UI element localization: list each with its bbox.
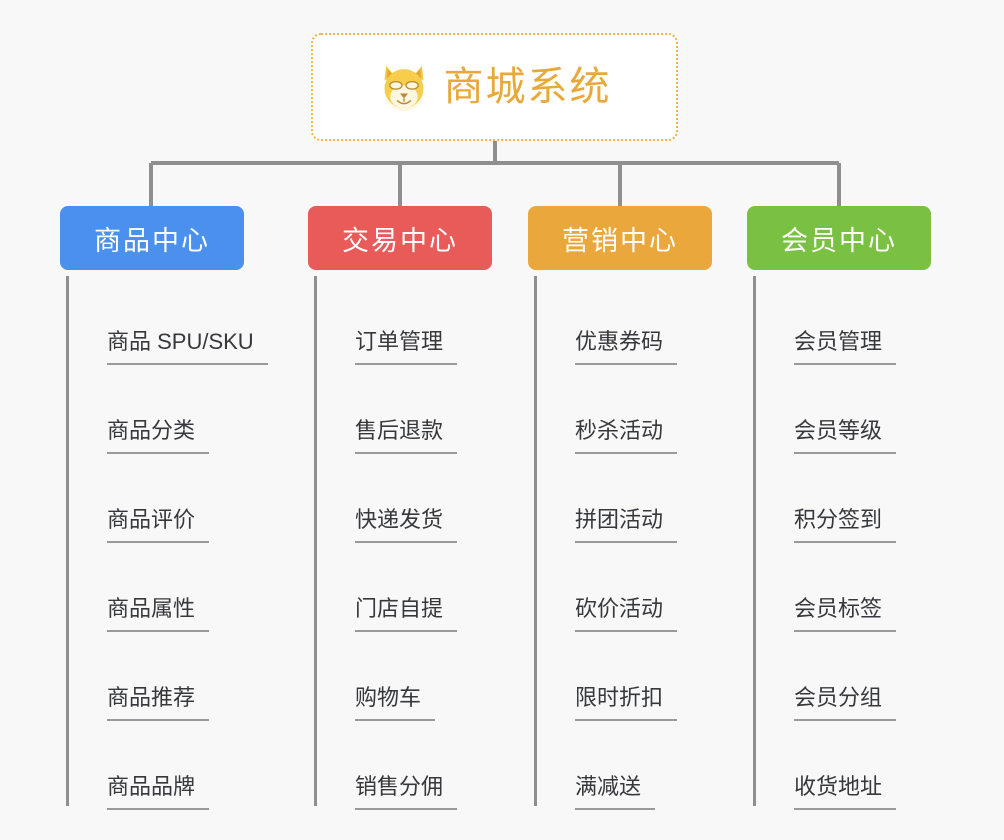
leaf-label: 订单管理: [355, 327, 458, 365]
leaf-item[interactable]: 商品分类: [69, 365, 268, 454]
leaf-label: 秒杀活动: [575, 416, 678, 454]
branch-label: 营销中心: [562, 225, 678, 256]
leaf-label: 砍价活动: [575, 594, 678, 632]
leaf-label: 会员等级: [794, 416, 897, 454]
leaf-list-member-center: 会员管理 会员等级 积分签到 会员标签 会员分组 收货地址: [753, 276, 897, 810]
leaf-label: 会员分组: [794, 683, 897, 721]
leaf-item[interactable]: 会员标签: [756, 543, 897, 632]
leaf-label: 商品 SPU/SKU: [107, 327, 268, 365]
branch-header-member-center[interactable]: 会员中心: [747, 206, 931, 270]
leaf-label: 限时折扣: [575, 683, 678, 721]
leaf-label: 售后退款: [355, 416, 458, 454]
branch-header-product-center[interactable]: 商品中心: [60, 206, 244, 270]
leaf-item[interactable]: 会员分组: [756, 632, 897, 721]
branch-header-trade-center[interactable]: 交易中心: [308, 206, 492, 270]
leaf-item[interactable]: 商品品牌: [69, 721, 268, 810]
leaf-list-trade-center: 订单管理 售后退款 快递发货 门店自提 购物车 销售分佣: [314, 276, 458, 810]
leaf-item[interactable]: 砍价活动: [537, 543, 678, 632]
leaf-item[interactable]: 会员管理: [756, 276, 897, 365]
branch-product-center: 商品中心 商品 SPU/SKU 商品分类 商品评价 商品属性 商品推荐 商品品牌: [60, 206, 268, 810]
leaf-item[interactable]: 售后退款: [317, 365, 458, 454]
shiba-dog-face-icon: [384, 65, 423, 112]
leaf-item[interactable]: 优惠券码: [537, 276, 678, 365]
branch-marketing-center: 营销中心 优惠券码 秒杀活动 拼团活动 砍价活动 限时折扣 满减送: [528, 206, 712, 810]
leaf-item[interactable]: 销售分佣: [317, 721, 458, 810]
leaf-item[interactable]: 满减送: [537, 721, 677, 810]
leaf-label: 门店自提: [355, 594, 458, 632]
leaf-item[interactable]: 快递发货: [317, 454, 458, 543]
leaf-item[interactable]: 会员等级: [756, 365, 897, 454]
leaf-label: 商品评价: [107, 505, 210, 543]
leaf-item[interactable]: 秒杀活动: [537, 365, 678, 454]
leaf-item[interactable]: 购物车: [317, 632, 457, 721]
branch-header-marketing-center[interactable]: 营销中心: [528, 206, 712, 270]
branch-member-center: 会员中心 会员管理 会员等级 积分签到 会员标签 会员分组 收货地址: [747, 206, 931, 810]
leaf-label: 购物车: [355, 683, 436, 721]
leaf-label: 会员标签: [794, 594, 897, 632]
leaf-label: 拼团活动: [575, 505, 678, 543]
leaf-label: 商品分类: [107, 416, 210, 454]
leaf-item[interactable]: 订单管理: [317, 276, 458, 365]
branch-label: 会员中心: [781, 225, 897, 256]
leaf-item[interactable]: 拼团活动: [537, 454, 678, 543]
leaf-list-product-center: 商品 SPU/SKU 商品分类 商品评价 商品属性 商品推荐 商品品牌: [66, 276, 268, 810]
branch-label: 交易中心: [342, 225, 458, 256]
leaf-label: 满减送: [575, 772, 656, 810]
leaf-label: 商品品牌: [107, 772, 210, 810]
root-node[interactable]: 商城系统: [311, 33, 678, 141]
branch-label: 商品中心: [94, 225, 210, 256]
leaf-label: 会员管理: [794, 327, 897, 365]
branch-trade-center: 交易中心 订单管理 售后退款 快递发货 门店自提 购物车 销售分佣: [308, 206, 492, 810]
leaf-label: 积分签到: [794, 505, 897, 543]
leaf-label: 收货地址: [794, 772, 897, 810]
leaf-item[interactable]: 限时折扣: [537, 632, 678, 721]
root-title: 商城系统: [443, 65, 612, 109]
leaf-label: 商品推荐: [107, 683, 210, 721]
leaf-label: 优惠券码: [575, 327, 678, 365]
leaf-item[interactable]: 商品 SPU/SKU: [69, 276, 268, 365]
leaf-list-marketing-center: 优惠券码 秒杀活动 拼团活动 砍价活动 限时折扣 满减送: [534, 276, 678, 810]
leaf-label: 快递发货: [355, 505, 458, 543]
leaf-item[interactable]: 收货地址: [756, 721, 897, 810]
leaf-item[interactable]: 商品推荐: [69, 632, 268, 721]
leaf-item[interactable]: 门店自提: [317, 543, 458, 632]
leaf-item[interactable]: 积分签到: [756, 454, 897, 543]
leaf-label: 商品属性: [107, 594, 210, 632]
leaf-label: 销售分佣: [355, 772, 458, 810]
leaf-item[interactable]: 商品评价: [69, 454, 268, 543]
leaf-item[interactable]: 商品属性: [69, 543, 268, 632]
